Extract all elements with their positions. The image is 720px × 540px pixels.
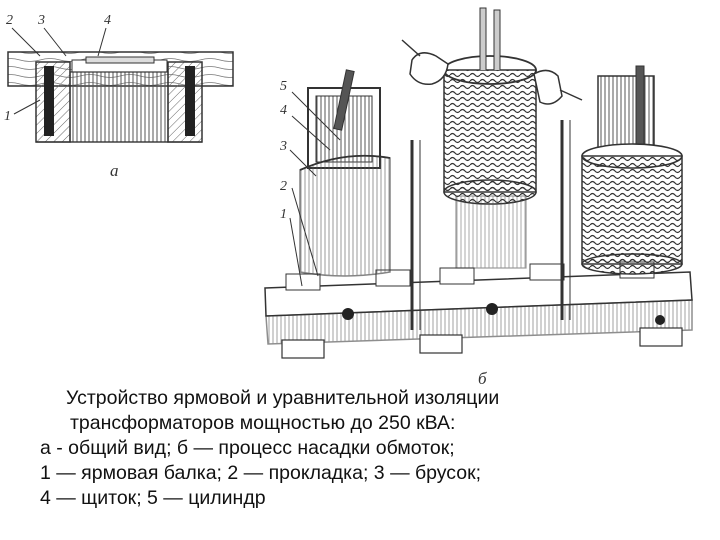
panel-a-label-2: 2 xyxy=(6,13,13,28)
panel-a-label-4: 4 xyxy=(104,13,111,28)
caption-line-4: 1 — ярмовая балка; 2 — прокладка; 3 — бр… xyxy=(40,462,482,484)
panel-b-label-2: 2 xyxy=(280,179,287,194)
caption-line-2: трансформаторов мощностью до 250 кВА: xyxy=(70,412,456,434)
panel-b-winding-assembly xyxy=(264,7,693,359)
panel-b-label-3: 3 xyxy=(279,139,287,154)
panel-b-label-4: 4 xyxy=(280,103,287,118)
panel-b-label-5: 5 xyxy=(280,79,287,94)
caption-line-1: Устройство ярмовой и уравнительной изоля… xyxy=(66,387,500,409)
panel-a-label-3: 3 xyxy=(37,13,45,28)
panel-a-label-1: 1 xyxy=(4,109,11,124)
panel-b-label-1: 1 xyxy=(280,207,287,222)
panel-a-general-view xyxy=(7,27,234,143)
transformer-insulation-drawing: 2 3 4 1 а xyxy=(4,7,693,388)
panel-b-sublabel: б xyxy=(478,369,487,388)
caption-line-5: 4 — щиток; 5 — цилиндр xyxy=(40,487,266,509)
panel-a-sublabel: а xyxy=(110,161,119,180)
caption-line-3: а - общий вид; б — процесс насадки обмот… xyxy=(40,437,455,459)
figure-caption: Устройство ярмовой и уравнительной изоля… xyxy=(40,386,680,511)
